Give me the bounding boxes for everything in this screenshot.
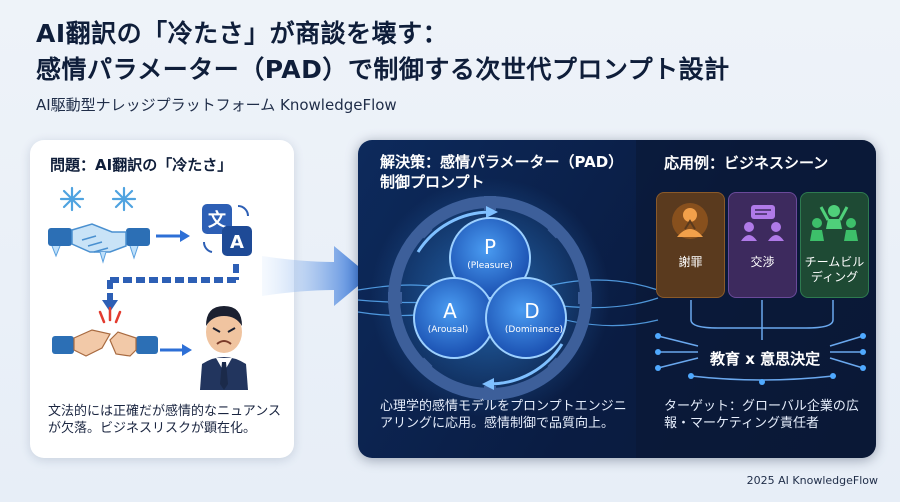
arrow-icon: [160, 344, 192, 356]
applications-heading: 応用例：ビジネスシーン: [664, 154, 829, 172]
snowflake-icon: [111, 186, 137, 212]
broken-handshake-icon: [52, 306, 158, 357]
problem-illustration: 文 A: [48, 186, 252, 390]
pad-letter-p: P: [484, 235, 496, 259]
frustrated-businessman-icon: [200, 306, 248, 390]
negotiation-icon: [741, 205, 784, 241]
pad-label-dominance: (Dominance): [505, 325, 563, 335]
application-negotiation: 交渉: [728, 192, 797, 298]
frozen-handshake-icon: [48, 223, 150, 264]
pad-label-pleasure: (Pleasure): [467, 261, 512, 271]
pad-letter-a: A: [443, 299, 457, 323]
svg-text:文: 文: [208, 209, 227, 231]
solution-description: 心理学的感情モデルをプロンプトエンジニアリングに応用。感情制御で品質向上。: [380, 399, 627, 431]
team-icon: [810, 205, 858, 241]
dominance-circle: [485, 277, 567, 359]
transition-arrow-icon: [262, 246, 370, 306]
gear-icon: [388, 196, 592, 400]
node-dots: [655, 333, 866, 385]
snowflake-icon: [59, 186, 85, 212]
convergence-label: 教育 x 意思決定: [710, 350, 821, 368]
translate-icon: 文 A: [202, 204, 252, 256]
problem-description: 文法的には正確だが感情的なニュアンスが欠落。ビジネスリスクが顕在化。: [48, 404, 281, 436]
page-title-line1: AI翻訳の「冷たさ」が商談を壊す：: [36, 19, 449, 48]
arrow-icon: [156, 230, 190, 242]
solution-heading: 解決策：感情パラメーター（PAD）制御プロンプト: [380, 153, 616, 191]
application-team-building: チームビルディング: [800, 192, 869, 298]
apology-icon: [672, 203, 708, 239]
pad-label-arousal: (Arousal): [428, 325, 469, 335]
application-apology: 謝罪: [656, 192, 725, 298]
flow-connector: [107, 264, 239, 300]
application-label-team-building: チームビルディング: [804, 255, 865, 284]
svg-text:A: A: [230, 232, 244, 253]
arrow-icon: [102, 300, 118, 312]
application-label-negotiation: 交渉: [750, 255, 775, 269]
application-label-apology: 謝罪: [678, 255, 703, 269]
solution-card: P (Pleasure) A (Arousal) D (Dominance) 解…: [358, 140, 876, 458]
header: AI翻訳の「冷たさ」が商談を壊す： 感情パラメーター（PAD）で制御する次世代プ…: [36, 16, 876, 115]
page-subtitle: AI駆動型ナレッジプラットフォーム KnowledgeFlow: [36, 96, 397, 114]
pleasure-circle: [449, 217, 531, 299]
target-audience: ターゲット：グローバル企業の広報・マーケティング責任者: [664, 399, 859, 431]
problem-card: 文 A: [30, 140, 294, 458]
footer-copyright: 2025 AI KnowledgeFlow: [746, 474, 878, 487]
pad-letter-d: D: [524, 299, 539, 323]
problem-heading: 問題：AI翻訳の「冷たさ」: [50, 156, 233, 174]
page-title-line2: 感情パラメーター（PAD）で制御する次世代プロンプト設計: [36, 55, 730, 84]
